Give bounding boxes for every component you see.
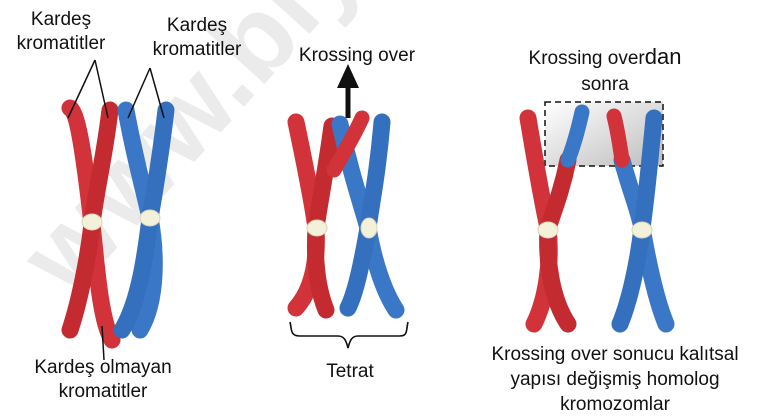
label-line: Krossing over sonucu kalıtsal	[470, 342, 760, 367]
label-sister-chromatids-blue: Kardeş kromatitler	[138, 14, 256, 62]
centromere-blue-tetrad	[361, 218, 377, 238]
label-line: Kardeş olmayan	[18, 356, 188, 380]
label-part: Krossing over	[529, 48, 645, 69]
label-line: Kardeş	[2, 8, 120, 32]
tetrad-red-2	[315, 126, 332, 310]
label-recombined-homologs: Krossing over sonucu kalıtsal yapısı değ…	[470, 342, 760, 417]
label-line: kromatitler	[138, 38, 256, 62]
recombined-homologs	[528, 102, 666, 324]
centromere-red-left	[82, 214, 102, 230]
centromere-blue-left	[140, 210, 160, 226]
label-line: kromozomlar	[470, 392, 760, 417]
tetrad-bracket	[290, 322, 408, 348]
label-line: sonra	[500, 72, 710, 98]
right-blue-red-tip	[614, 116, 622, 160]
label-after-crossing-over: Krossing overdan sonra	[500, 44, 710, 98]
pointer-sister-red-1	[68, 60, 95, 118]
label-non-sister-chromatids: Kardeş olmayan kromatitler	[18, 356, 188, 404]
tetrad	[290, 64, 408, 348]
label-line: Krossing over	[282, 44, 432, 68]
centromere-red-right	[538, 222, 558, 238]
centromere-red-tetrad	[307, 220, 327, 236]
label-line: Krossing overdan	[500, 44, 710, 72]
label-line: kromatitler	[18, 380, 188, 404]
label-line: Tetrat	[300, 360, 400, 384]
pointer-sister-red-2	[95, 60, 108, 118]
label-sister-chromatids-red: Kardeş kromatitler	[2, 8, 120, 56]
centromere-blue-right	[632, 222, 652, 238]
label-line: Kardeş	[138, 14, 256, 38]
label-crossing-over: Krossing over	[282, 44, 432, 68]
right-red-chromatid-2	[548, 160, 568, 324]
label-line: kromatitler	[2, 32, 120, 56]
label-part: dan	[645, 44, 682, 69]
label-line: yapısı değişmiş homolog	[470, 367, 760, 392]
label-tetrad: Tetrat	[300, 360, 400, 384]
